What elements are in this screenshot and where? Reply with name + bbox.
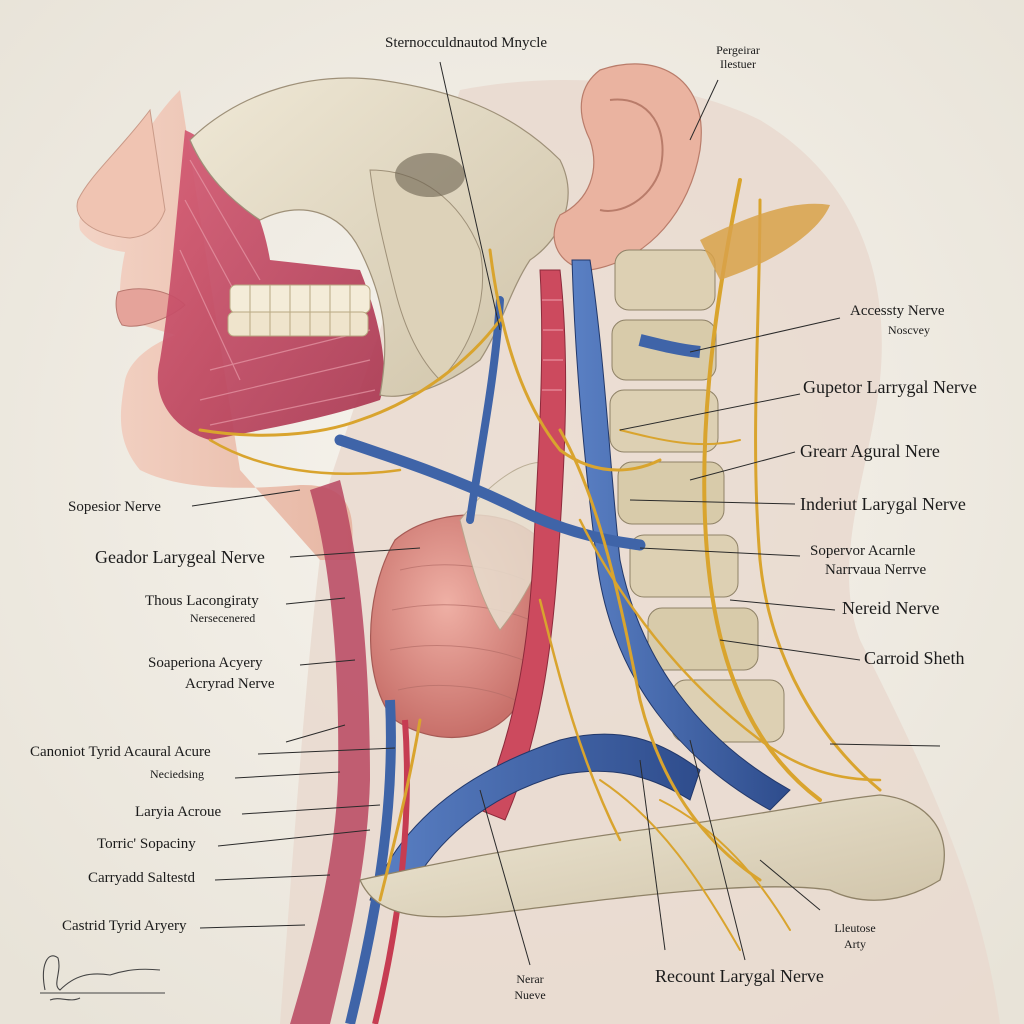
anterior-vessel bbox=[345, 699, 396, 1024]
label-lleutose-sub: Arty bbox=[844, 937, 866, 951]
label-thous: Thous Lacongiraty bbox=[145, 593, 259, 609]
label-recount-laryngeal: Recount Larygal Nerve bbox=[655, 966, 824, 986]
label-castrid: Castrid Tyrid Aryery bbox=[62, 918, 187, 934]
label-superior-laryngeal: Gupetor Larrygal Nerve bbox=[803, 377, 977, 397]
strap-muscles bbox=[290, 480, 370, 1024]
artery-rings bbox=[542, 299, 563, 391]
label-accessory-nerve-sub: Noscvey bbox=[888, 323, 930, 337]
label-laryia: Laryia Acroue bbox=[135, 804, 222, 820]
label-soaperiona: Soaperiona Acyery bbox=[148, 655, 263, 671]
teeth bbox=[227, 284, 371, 337]
label-top-right-2: Ilestuer bbox=[720, 57, 756, 71]
label-superior-acarnle: Sopervor Acarnle bbox=[810, 543, 916, 559]
label-sternocleidomastoid: Sternocculdnautod Mnycle bbox=[385, 35, 548, 51]
lips bbox=[115, 288, 186, 327]
label-neciedsing: Neciedsing bbox=[150, 767, 204, 781]
external-jugular-vein bbox=[334, 434, 646, 551]
artist-signature bbox=[40, 955, 165, 1001]
label-near: Nerar bbox=[516, 972, 544, 986]
label-top-right-1: Pergeirar bbox=[716, 43, 760, 57]
facial-vein bbox=[466, 296, 504, 524]
label-lleutose: Lleutose bbox=[834, 921, 876, 935]
ear-helix bbox=[599, 98, 664, 212]
label-thous-sub: Nersecenered bbox=[190, 611, 256, 625]
label-accessory-nerve: Accessty Nerve bbox=[850, 303, 945, 319]
label-geador-laryngeal: Geador Larygeal Nerve bbox=[95, 547, 265, 567]
label-carotid-sheath: Carroid Sheth bbox=[864, 648, 965, 668]
label-inferior-laryngeal: Inderiut Larygal Nerve bbox=[800, 494, 966, 514]
vertebral-vein-band bbox=[638, 334, 701, 358]
nerve-network bbox=[198, 178, 882, 951]
label-nereid-nerve: Nereid Nerve bbox=[842, 598, 940, 618]
label-soaperiona-sub: Acryrad Nerve bbox=[185, 676, 275, 692]
label-toric: Torric' Sopaciny bbox=[97, 836, 196, 852]
trapezius-band bbox=[700, 203, 830, 280]
zygomatic-opening bbox=[395, 153, 465, 197]
leader-lines bbox=[191, 61, 941, 966]
label-canoniot: Canoniot Tyrid Acaural Acure bbox=[30, 744, 211, 760]
label-superior-acarnle-sub: Narrvaua Nerrve bbox=[825, 562, 927, 578]
label-sopesior-nerve: Sopesior Nerve bbox=[68, 499, 161, 515]
label-great-auricular: Grearr Agural Nere bbox=[800, 441, 940, 461]
internal-jugular-vein bbox=[571, 259, 791, 811]
label-carryadd: Carryadd Saltestd bbox=[88, 870, 196, 886]
nose bbox=[76, 108, 166, 239]
label-near-sub: Nueve bbox=[514, 988, 546, 1002]
